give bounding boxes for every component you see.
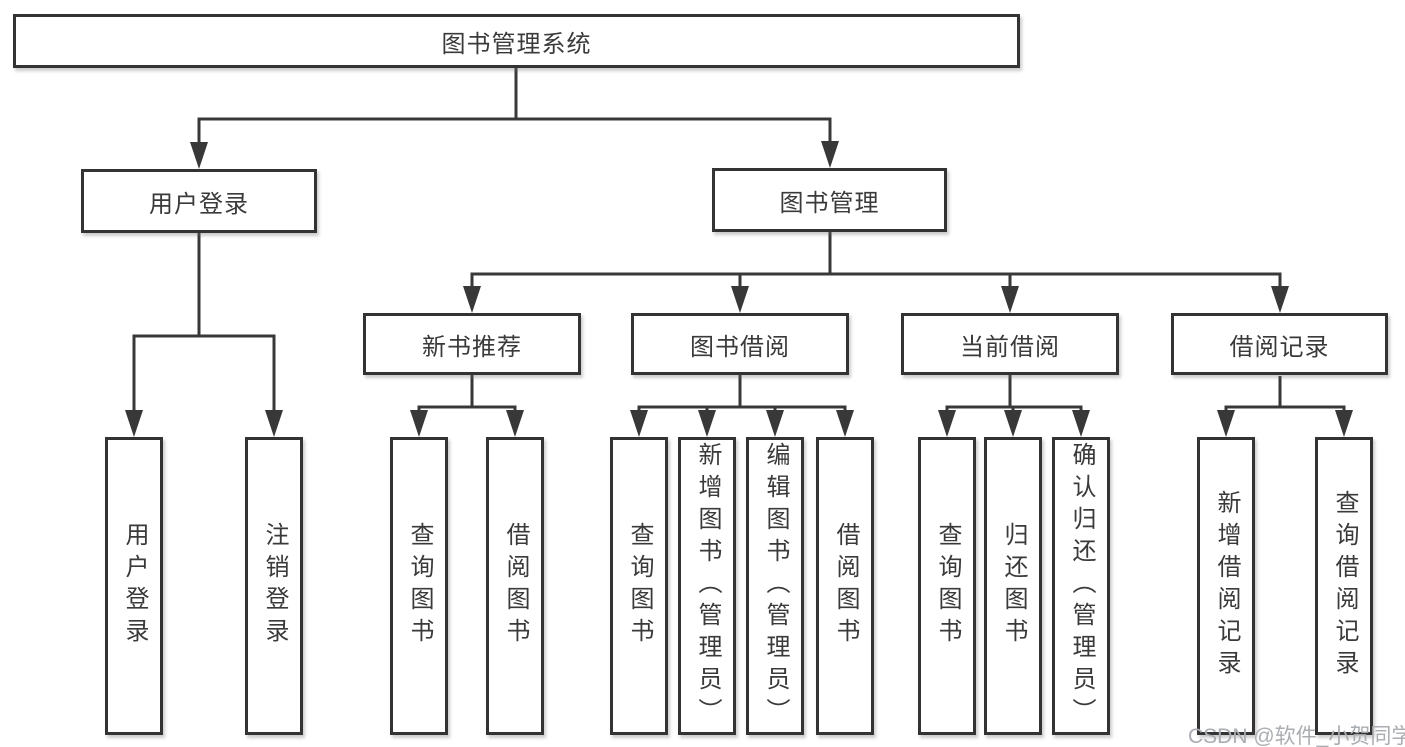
node-label: 新书推荐 bbox=[422, 333, 522, 361]
arrowhead-down-icon bbox=[836, 410, 854, 437]
node-label: 查询图书 bbox=[406, 522, 433, 650]
node-borrowing-records: 借阅记录 bbox=[1171, 313, 1388, 375]
arrowhead-down-icon bbox=[938, 410, 956, 437]
arrowhead-down-icon bbox=[698, 410, 716, 437]
arrowhead-down-icon bbox=[1001, 286, 1019, 313]
node-label: 用户登录 bbox=[121, 522, 148, 650]
node-label: 借阅图书 bbox=[832, 522, 859, 650]
leaf-add-borrow-record: 新增借阅记录 bbox=[1197, 437, 1255, 735]
node-label: 新增借阅记录 bbox=[1213, 490, 1240, 682]
arrowhead-down-icon bbox=[506, 410, 524, 437]
arrowhead-down-icon bbox=[190, 142, 208, 169]
node-book-management: 图书管理 bbox=[712, 168, 947, 232]
node-label: 查询借阅记录 bbox=[1331, 490, 1358, 682]
arrowhead-down-icon bbox=[463, 286, 481, 313]
node-label: 注销登录 bbox=[261, 522, 288, 650]
node-label: 确认归还（管理员） bbox=[1068, 442, 1095, 730]
arrowhead-down-icon bbox=[1335, 410, 1353, 437]
node-current-borrowing: 当前借阅 bbox=[901, 313, 1119, 375]
node-label: 当前借阅 bbox=[960, 333, 1060, 361]
arrowhead-down-icon bbox=[821, 141, 839, 168]
leaf-query-borrow-record: 查询借阅记录 bbox=[1315, 437, 1373, 735]
arrowhead-down-icon bbox=[731, 286, 749, 313]
node-label: 用户登录 bbox=[149, 190, 249, 218]
leaf-user-login: 用户登录 bbox=[105, 437, 163, 735]
leaf-query-books-borrowing: 查询图书 bbox=[610, 437, 668, 735]
node-label: 编辑图书（管理员） bbox=[762, 442, 789, 730]
node-label: 借阅记录 bbox=[1229, 333, 1330, 361]
leaf-return-book: 归还图书 bbox=[984, 437, 1042, 735]
node-book-borrowing: 图书借阅 bbox=[631, 313, 849, 375]
arrowhead-down-icon bbox=[265, 410, 283, 437]
arrowhead-down-icon bbox=[1072, 410, 1090, 437]
arrowhead-down-icon bbox=[1004, 410, 1022, 437]
node-library-management-system: 图书管理系统 bbox=[13, 14, 1020, 68]
leaf-query-books-current: 查询图书 bbox=[918, 437, 976, 735]
arrowhead-down-icon bbox=[630, 410, 648, 437]
arrowhead-down-icon bbox=[125, 410, 143, 437]
leaf-logout: 注销登录 bbox=[245, 437, 303, 735]
leaf-query-books-recommend: 查询图书 bbox=[390, 437, 448, 735]
node-label: 图书借阅 bbox=[690, 333, 790, 361]
node-label: 新增图书（管理员） bbox=[694, 442, 721, 730]
node-user-login: 用户登录 bbox=[81, 169, 317, 233]
csdn-watermark: CSDN @软件_小贺同学 bbox=[1188, 725, 1405, 747]
node-label: 图书管理系统 bbox=[441, 30, 592, 58]
node-label: 归还图书 bbox=[1000, 522, 1027, 650]
leaf-add-book-admin: 新增图书（管理员） bbox=[678, 437, 736, 735]
node-new-book-recommendation: 新书推荐 bbox=[363, 313, 581, 375]
arrowhead-down-icon bbox=[766, 410, 784, 437]
arrowhead-down-icon bbox=[1217, 410, 1235, 437]
leaf-borrow-books-borrowing: 借阅图书 bbox=[816, 437, 874, 735]
leaf-borrow-books-recommend: 借阅图书 bbox=[486, 437, 544, 735]
arrowhead-down-icon bbox=[1271, 286, 1289, 313]
leaf-edit-book-admin: 编辑图书（管理员） bbox=[746, 437, 804, 735]
arrowhead-down-icon bbox=[410, 410, 428, 437]
node-label: 查询图书 bbox=[626, 522, 653, 650]
node-label: 图书管理 bbox=[779, 189, 880, 217]
node-label: 借阅图书 bbox=[502, 522, 529, 650]
node-label: 查询图书 bbox=[934, 522, 961, 650]
leaf-confirm-return-admin: 确认归还（管理员） bbox=[1052, 437, 1110, 735]
